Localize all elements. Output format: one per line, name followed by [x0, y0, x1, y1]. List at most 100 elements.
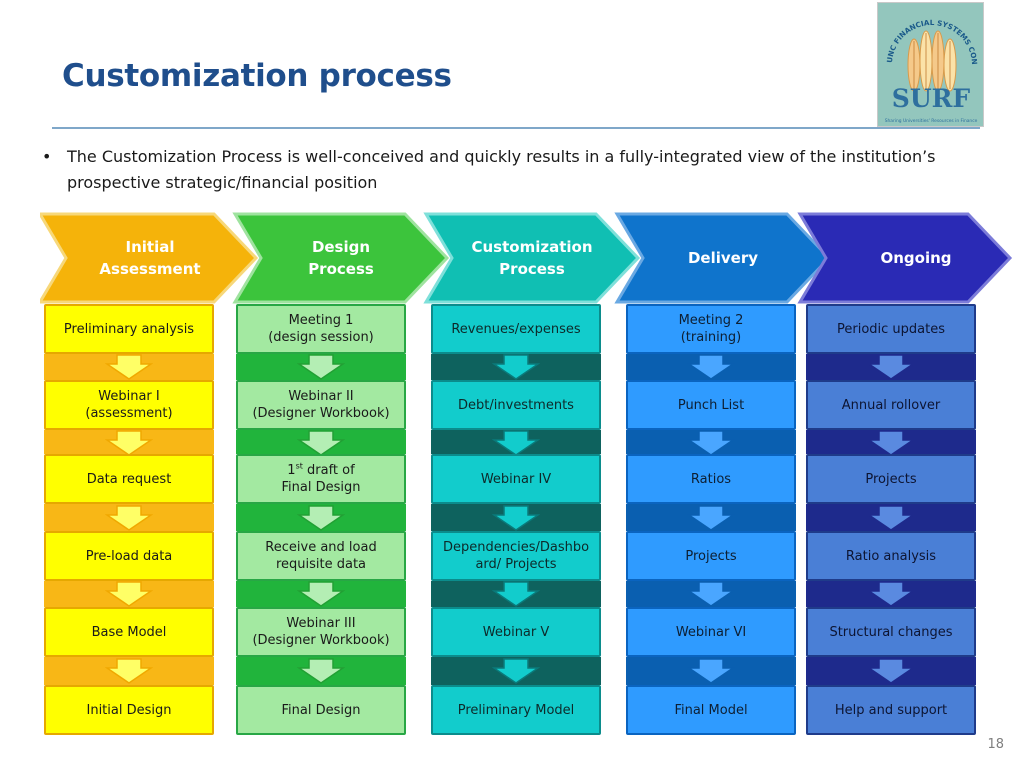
step-box: 1st draft of Final Design	[236, 454, 406, 504]
step-box: Structural changes	[806, 607, 976, 657]
down-arrow-icon	[492, 430, 540, 456]
step-label: Periodic updates	[836, 321, 945, 337]
stage-title: Ongoing	[880, 249, 952, 267]
step-label: Dependencies/Dashbo ard/ Projects	[442, 540, 590, 572]
chevron-shape	[797, 212, 1013, 304]
step-label: Pre-load data	[85, 548, 173, 564]
slide-title: Customization process	[62, 58, 452, 94]
chevron-shape	[40, 212, 259, 304]
down-arrow-icon	[105, 354, 153, 380]
down-arrow-icon	[867, 658, 915, 684]
step-label: Projects	[865, 471, 917, 487]
step-label: Final Design	[281, 702, 361, 718]
stage-title: Delivery	[687, 249, 759, 267]
step-box: Webinar IV	[431, 454, 601, 504]
page-number: 18	[987, 737, 1004, 752]
step-label: Annual rollover	[841, 397, 941, 413]
down-arrow-icon	[105, 430, 153, 456]
step-label: Webinar I (assessment)	[85, 389, 173, 421]
down-arrow-icon	[105, 658, 153, 684]
down-arrow-icon	[687, 430, 735, 456]
step-label: Help and support	[834, 702, 948, 718]
step-box: Final Design	[236, 685, 406, 735]
step-box: Ratios	[626, 454, 796, 504]
step-box: Punch List	[626, 380, 796, 430]
down-arrow-icon	[687, 658, 735, 684]
step-label: Revenues/expenses	[451, 321, 581, 337]
stage-header-customization: Customization Process	[422, 212, 654, 304]
step-box: Projects	[806, 454, 976, 504]
step-box: Webinar I (assessment)	[44, 380, 214, 430]
step-box: Receive and load requisite data	[236, 531, 406, 581]
step-label-superscript: st	[295, 461, 303, 471]
step-label: Receive and load requisite data	[265, 540, 377, 572]
down-arrow-icon	[297, 581, 345, 607]
surfboards-icon	[907, 30, 957, 92]
step-label: Ratio analysis	[845, 548, 937, 564]
stage-header-initial: Initial Assessment	[40, 212, 272, 304]
step-label: Base Model	[91, 624, 167, 640]
stage-title: Customization Process	[471, 238, 593, 278]
step-label: Webinar VI	[675, 624, 747, 640]
step-label: Final Model	[674, 702, 748, 718]
step-box: Final Model	[626, 685, 796, 735]
down-arrow-icon	[867, 354, 915, 380]
step-label: Structural changes	[829, 624, 953, 640]
step-box: Meeting 2 (training)	[626, 304, 796, 354]
step-label-part: draft of Final Design	[281, 463, 361, 495]
down-arrow-icon	[687, 354, 735, 380]
chevron-shape	[232, 212, 450, 304]
step-box: Dependencies/Dashbo ard/ Projects	[431, 531, 601, 581]
step-box: Projects	[626, 531, 796, 581]
step-box: Revenues/expenses	[431, 304, 601, 354]
step-label: Meeting 2 (training)	[678, 313, 744, 345]
down-arrow-icon	[492, 658, 540, 684]
step-box: Ratio analysis	[806, 531, 976, 581]
step-box: Annual rollover	[806, 380, 976, 430]
step-box: Webinar II (Designer Workbook)	[236, 380, 406, 430]
step-label: Webinar III (Designer Workbook)	[252, 616, 390, 648]
down-arrow-icon	[492, 581, 540, 607]
step-label: Punch List	[677, 397, 745, 413]
logo-tagline: Sharing Universities' Resources in Finan…	[885, 118, 978, 124]
step-label: 1st draft of Final Design	[282, 462, 361, 496]
step-label: Webinar II (Designer Workbook)	[252, 389, 390, 421]
step-box: Debt/investments	[431, 380, 601, 430]
step-box: Webinar V	[431, 607, 601, 657]
step-label-part: 1	[287, 463, 296, 478]
step-label: Debt/investments	[458, 397, 574, 413]
logo-wordmark: SURF	[892, 84, 971, 113]
step-box: Help and support	[806, 685, 976, 735]
chevron-shape	[614, 212, 832, 304]
step-box: Base Model	[44, 607, 214, 657]
down-arrow-icon	[492, 354, 540, 380]
down-arrow-icon	[687, 581, 735, 607]
surf-conference-logo: UNC FINANCIAL SYSTEMS CONFERENCE SURF Sh…	[877, 2, 984, 127]
step-label: Webinar V	[482, 624, 550, 640]
step-label: Ratios	[690, 471, 732, 487]
step-label: Preliminary analysis	[63, 321, 195, 337]
step-box: Periodic updates	[806, 304, 976, 354]
step-box: Webinar VI	[626, 607, 796, 657]
down-arrow-icon	[297, 354, 345, 380]
stage-title: Initial Assessment	[99, 238, 201, 278]
step-box: Webinar III (Designer Workbook)	[236, 607, 406, 657]
down-arrow-icon	[105, 581, 153, 607]
stage-title: Design Process	[308, 238, 374, 278]
step-box: Pre-load data	[44, 531, 214, 581]
stage-column-design: Meeting 1 (design session) Webinar II (De…	[236, 302, 406, 736]
step-box: Initial Design	[44, 685, 214, 735]
down-arrow-icon	[867, 430, 915, 456]
stage-header-delivery: Delivery	[613, 212, 845, 304]
down-arrow-icon	[492, 505, 540, 531]
intro-bullet: • The Customization Process is well-conc…	[42, 144, 972, 196]
chevron-shape	[423, 212, 641, 304]
step-label: Meeting 1 (design session)	[268, 313, 374, 345]
stage-header-ongoing: Ongoing	[796, 212, 1024, 304]
step-box: Preliminary Model	[431, 685, 601, 735]
step-label: Initial Design	[86, 702, 172, 718]
